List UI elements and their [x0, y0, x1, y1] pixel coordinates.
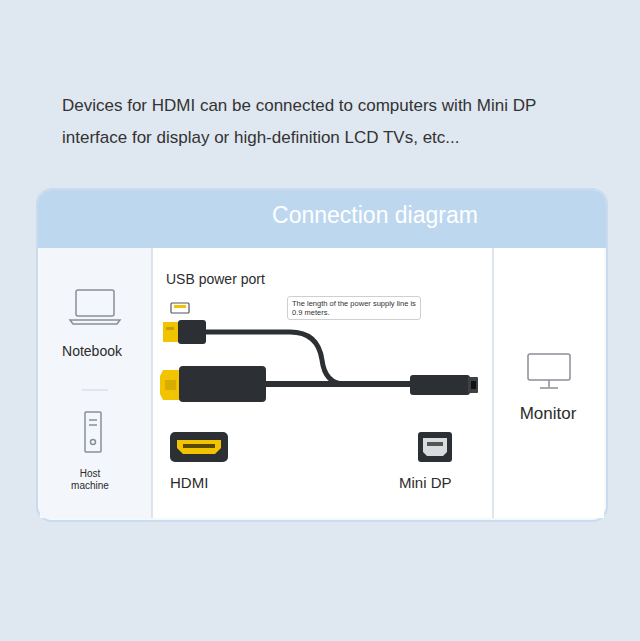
port-label: Mini DP [399, 474, 452, 491]
device-label: Monitor [520, 404, 577, 424]
laptop-icon [70, 290, 120, 324]
monitor-icon [528, 354, 570, 388]
page-title: Devices for HDMI can be connected to com… [62, 90, 574, 154]
adapter-cable [160, 320, 478, 402]
panel-title: Connection diagram [272, 202, 478, 229]
device-label: Host machine [65, 468, 115, 492]
device-label: Notebook [62, 343, 122, 359]
port-label: USB power port [166, 271, 265, 287]
callout-box: The length of the power supply line is 0… [287, 296, 421, 320]
minidp-port-icon [418, 432, 452, 462]
hdmi-port-icon [170, 432, 228, 462]
port-label: HDMI [170, 474, 208, 491]
host-machine-icon [85, 412, 101, 452]
callout-text: The length of the power supply line is 0… [292, 299, 416, 317]
panel-body [40, 248, 604, 518]
usb-port-icon [171, 303, 189, 313]
separator [82, 390, 108, 391]
diagram-panel: Connection diagramThe length of the powe… [38, 190, 606, 520]
